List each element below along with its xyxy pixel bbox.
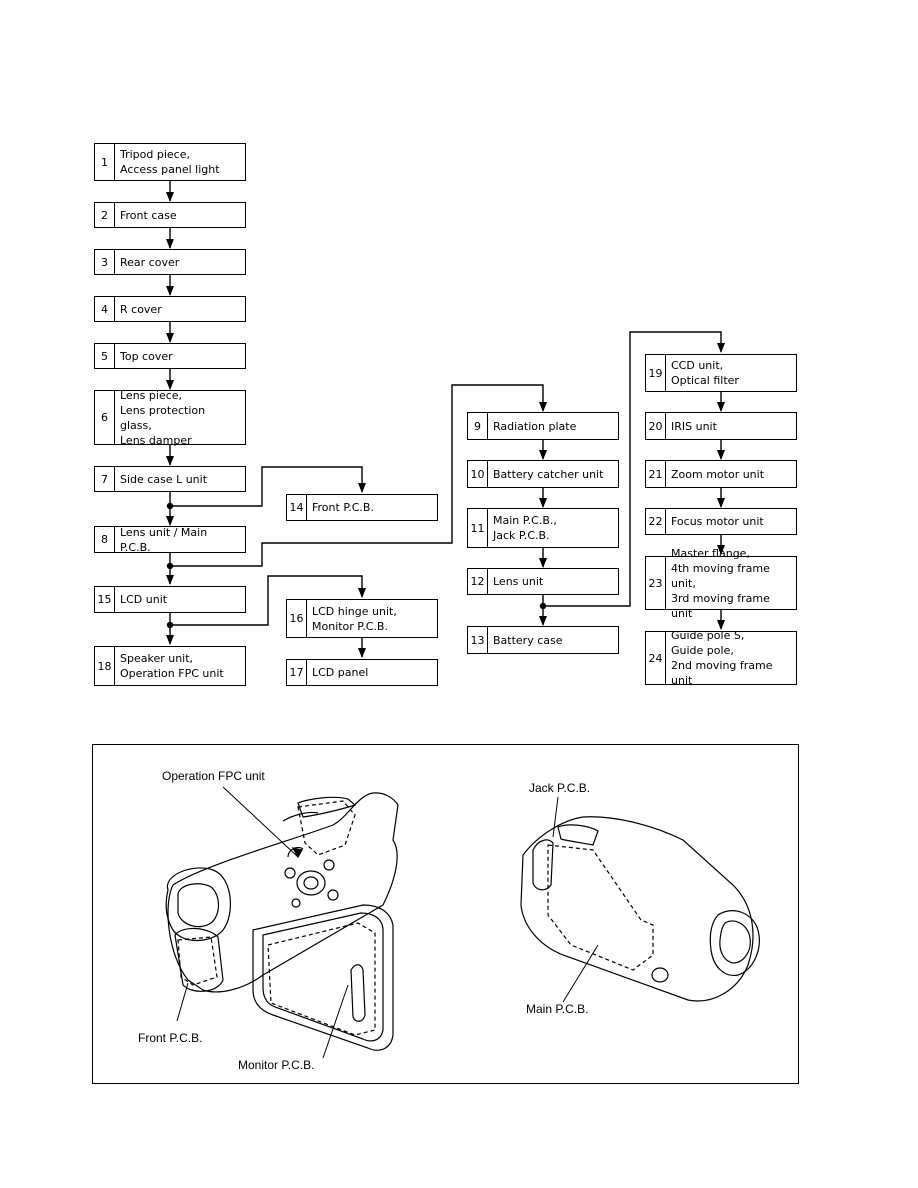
step-box-8: 8 Lens unit / Main P.C.B.: [94, 525, 246, 554]
junction-dot: [166, 502, 174, 510]
step-box-21: 21 Zoom motor unit: [645, 460, 797, 488]
step-number: 5: [95, 344, 115, 368]
step-label: LCD panel: [312, 666, 369, 679]
callout-jack-pcb: Jack P.C.B.: [529, 781, 591, 795]
step-label: LCD unit: [120, 593, 168, 606]
step-box-14: 14 Front P.C.B.: [286, 494, 438, 521]
camera-illustration-frame: Operation FPC unit Front P.C.B. Monitor …: [92, 744, 799, 1084]
arrow-7-14: [170, 466, 366, 507]
step-label: Guide pole S, Guide pole, 2nd moving fra…: [671, 629, 773, 687]
junction-dot: [166, 621, 174, 629]
step-box-18: 18 Speaker unit, Operation FPC unit: [94, 646, 246, 686]
step-number: 7: [95, 467, 115, 491]
callout-operation-fpc: Operation FPC unit: [162, 769, 265, 783]
step-number: 13: [468, 627, 488, 653]
step-box-4: 4 R cover: [94, 296, 246, 322]
step-number: 24: [646, 632, 666, 684]
camera-illustration: [165, 786, 760, 1059]
step-box-20: 20 IRIS unit: [645, 412, 797, 440]
flow-connectors: [166, 181, 725, 658]
step-box-17: 17 LCD panel: [286, 659, 438, 686]
step-number: 9: [468, 413, 488, 439]
step-label: R cover: [120, 302, 162, 316]
step-number: 23: [646, 557, 666, 609]
step-number: 15: [95, 587, 115, 612]
step-label: Lens piece, Lens protection glass, Lens …: [120, 388, 206, 447]
step-number: 6: [95, 391, 115, 444]
step-box-3: 3 Rear cover: [94, 249, 246, 275]
step-box-23: 23 Master flange, 4th moving frame unit,…: [645, 546, 797, 620]
step-number: 22: [646, 509, 666, 534]
step-box-15: 15 LCD unit: [94, 586, 246, 613]
callout-front-pcb: Front P.C.B.: [138, 1031, 203, 1045]
step-label: Tripod piece, Access panel light: [120, 148, 220, 176]
step-box-13: 13 Battery case: [467, 626, 619, 654]
step-label: Lens unit: [493, 575, 544, 588]
step-box-22: 22 Focus motor unit: [645, 508, 797, 535]
arrow-15-16: [170, 575, 366, 626]
step-label: IRIS unit: [671, 419, 717, 433]
step-label: Front case: [120, 208, 177, 222]
step-box-5: 5 Top cover: [94, 343, 246, 369]
callout-monitor-pcb: Monitor P.C.B.: [238, 1058, 315, 1072]
step-label: LCD hinge unit, Monitor P.C.B.: [312, 604, 397, 633]
step-number: 4: [95, 297, 115, 321]
step-label: Speaker unit, Operation FPC unit: [120, 652, 224, 680]
arrow-8-9: [170, 384, 547, 567]
step-number: 21: [646, 461, 666, 487]
step-label: Rear cover: [120, 255, 180, 269]
step-label: Front P.C.B.: [312, 501, 374, 514]
step-box-19: 19 CCD unit, Optical filter: [645, 354, 797, 392]
step-box-9: 9 Radiation plate: [467, 412, 619, 440]
step-number: 14: [287, 495, 307, 520]
step-number: 20: [646, 413, 666, 439]
step-box-1: 1 Tripod piece, Access panel light: [94, 143, 246, 181]
step-number: 8: [95, 527, 115, 552]
step-box-24: 24 Guide pole S, Guide pole, 2nd moving …: [645, 629, 797, 687]
step-box-7: 7 Side case L unit: [94, 466, 246, 492]
camera-left-drawing: [165, 786, 399, 1059]
step-box-11: 11 Main P.C.B., Jack P.C.B.: [467, 508, 619, 548]
arrow-12-19: [543, 331, 725, 607]
step-box-12: 12 Lens unit: [467, 568, 619, 595]
step-label: Battery case: [493, 633, 563, 647]
step-box-6: 6 Lens piece, Lens protection glass, Len…: [94, 388, 246, 447]
step-number: 16: [287, 600, 307, 637]
step-label: Main P.C.B., Jack P.C.B.: [493, 514, 557, 542]
step-number: 17: [287, 660, 307, 685]
step-label: Master flange, 4th moving frame unit, 3r…: [671, 546, 770, 620]
step-box-10: 10 Battery catcher unit: [467, 460, 619, 488]
step-number: 11: [468, 509, 488, 547]
step-label: Radiation plate: [493, 419, 577, 433]
callout-main-pcb: Main P.C.B.: [526, 1002, 589, 1016]
step-number: 19: [646, 355, 666, 391]
step-label: Lens unit / Main P.C.B.: [120, 525, 208, 554]
step-number: 3: [95, 250, 115, 274]
step-number: 12: [468, 569, 488, 594]
step-label: Focus motor unit: [671, 515, 764, 528]
step-box-16: 16 LCD hinge unit, Monitor P.C.B.: [286, 599, 438, 638]
step-number: 2: [95, 203, 115, 227]
step-box-2: 2 Front case: [94, 202, 246, 228]
step-label: Top cover: [120, 349, 173, 363]
step-number: 18: [95, 647, 115, 685]
camera-right-drawing: [520, 796, 760, 1003]
step-number: 10: [468, 461, 488, 487]
step-label: Battery catcher unit: [493, 467, 604, 481]
step-number: 1: [95, 144, 115, 180]
step-label: CCD unit, Optical filter: [671, 359, 739, 387]
junction-dot: [539, 602, 547, 610]
step-label: Zoom motor unit: [671, 467, 765, 481]
junction-dot: [166, 562, 174, 570]
step-label: Side case L unit: [120, 472, 208, 486]
